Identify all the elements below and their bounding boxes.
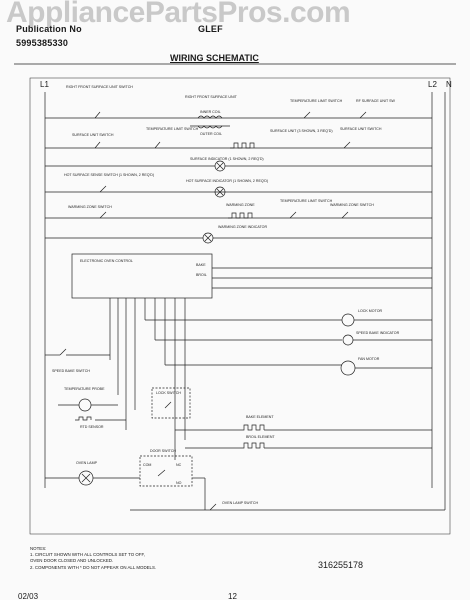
surface-unit-sw-label: SURFACE UNIT SWITCH xyxy=(340,127,382,131)
rail-label-n: N xyxy=(446,80,452,89)
rf-unit-sw-label: RF SURFACE UNIT SW xyxy=(356,99,395,103)
diagram-border xyxy=(29,77,451,535)
broil-element-symbol xyxy=(240,442,265,449)
lock-motor-symbol xyxy=(341,313,355,327)
electronic-oven-control-box xyxy=(71,253,213,299)
surface-switch-label: SURFACE UNIT SWITCH xyxy=(72,133,114,137)
door-switch-box xyxy=(139,455,193,487)
broil-element-label: BROIL ELEMENT xyxy=(246,435,275,439)
temp-limit3-label: TEMPERATURE LIMIT SWITCH xyxy=(280,199,333,203)
inner-coil-label: INNER COIL xyxy=(200,110,221,114)
surface-indicator-label: SURFACE INDICATOR (1 SHOWN, 2 REQ'D) xyxy=(190,157,264,161)
temp-limit2-label: TEMPERATURE LIMIT SWITCH xyxy=(146,127,199,131)
bake-element-label: BAKE ELEMENT xyxy=(246,415,274,419)
lock-switch-label: LOCK SWITCH xyxy=(156,391,181,395)
temperature-probe-symbol xyxy=(78,398,92,412)
outer-coil-label: OUTER COIL xyxy=(200,132,222,136)
broil-terminal-label: BROIL xyxy=(196,273,207,277)
oven-lamp-sw-label: OVEN LAMP SWITCH xyxy=(222,501,258,505)
lock-switch-box xyxy=(151,387,191,419)
surface-unit-symbol xyxy=(230,142,255,149)
diagram-part-number: 316255178 xyxy=(318,560,364,570)
door-switch-label: DOOR SWITCH xyxy=(150,449,176,453)
publication-label: Publication No xyxy=(16,24,82,34)
warming-zone-label: WARMING ZONE xyxy=(226,203,255,207)
temp-limit-label: TEMPERATURE LIMIT SWITCH xyxy=(290,99,343,103)
oven-lamp-label: OVEN LAMP xyxy=(76,461,98,465)
note-2: 2. COMPONENTS WITH * DO NOT APPEAR ON AL… xyxy=(30,564,157,570)
rf-unit-label: RIGHT FRONT SURFACE UNIT xyxy=(185,95,238,99)
control-label: ELECTRONIC OVEN CONTROL xyxy=(80,259,133,263)
lock-motor-label: LOCK MOTOR xyxy=(358,309,382,313)
warming-zone-sw2-label: WARMING ZONE SWITCH xyxy=(330,203,374,207)
rtd-sensor-symbol xyxy=(75,416,92,421)
rail-label-l1: L1 xyxy=(40,80,49,89)
hot-surface-indicator-lamp xyxy=(214,186,226,198)
speed-bake-indicator-symbol xyxy=(342,334,354,346)
surface-unit-label: SURFACE UNIT (3 SHOWN, 3 REQ'D) xyxy=(270,129,333,133)
note-1: 1. CIRCUIT SHOWN WITH ALL CONTROLS SET T… xyxy=(30,552,145,558)
speed-bake-sw-label: SPEED BAKE SWITCH xyxy=(52,369,90,373)
hot-surface-ind-label: HOT SURFACE INDICATOR (1 SHOWN, 2 REQ'D) xyxy=(186,179,268,183)
page-title: WIRING SCHEMATIC xyxy=(170,53,259,63)
warming-zone-symbol xyxy=(228,212,253,219)
warming-zone-ind-label: WARMING ZONE INDICATOR xyxy=(218,225,267,229)
com-terminal-label: COM xyxy=(143,463,151,467)
footer-date: 02/03 xyxy=(18,592,39,601)
rf-switch-label: RIGHT FRONT SURFACE UNIT SWITCH xyxy=(66,85,133,89)
hot-surface-sw-label: HOT SURFACE SENSE SWITCH (1 SHOWN, 2 REQ… xyxy=(64,173,154,177)
footer-page-number: 12 xyxy=(228,592,237,601)
rail-label-l2: L2 xyxy=(428,80,437,89)
notes-heading: NOTES: xyxy=(30,546,47,551)
model-number: GLEF xyxy=(198,24,223,34)
temp-probe-label: TEMPERATURE PROBE xyxy=(64,387,105,391)
bake-element-symbol xyxy=(240,424,265,431)
no-terminal-label: NO xyxy=(176,481,182,485)
note-1-cont: OVEN DOOR CLOSED AND UNLOCKED. xyxy=(30,558,114,564)
part-number-header: 5995385330 xyxy=(16,38,69,48)
fan-motor-symbol xyxy=(340,360,356,376)
rtd-label: RTD SENSOR xyxy=(80,425,104,429)
speed-bake-ind-label: SPEED BAKE INDICATOR xyxy=(356,331,400,335)
bake-terminal-label: BAKE xyxy=(196,263,206,267)
inner-coil-symbol xyxy=(197,115,223,119)
warming-zone-sw-label: WARMING ZONE SWITCH xyxy=(68,205,112,209)
notes-block: NOTES: 1. CIRCUIT SHOWN WITH ALL CONTROL… xyxy=(30,546,156,571)
watermark: AppliancePartsPros.com xyxy=(6,0,351,29)
nc-terminal-label: NC xyxy=(176,463,182,467)
fan-motor-label: FAN MOTOR xyxy=(358,357,380,361)
